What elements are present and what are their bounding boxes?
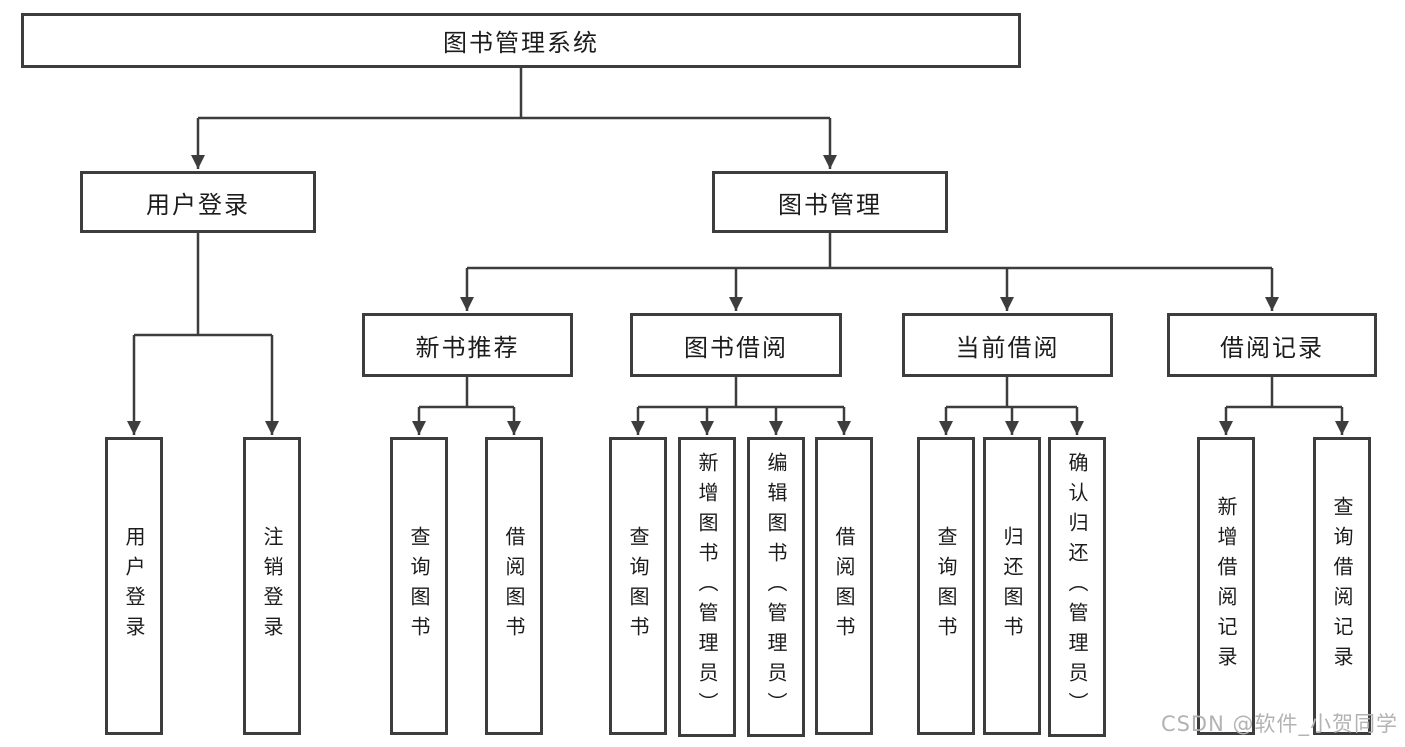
leaf-label: 确认归还（管理员） bbox=[1065, 452, 1089, 722]
node-borrow-records: 借阅记录 bbox=[1167, 313, 1377, 377]
leaf-borrow-books: 借阅图书 bbox=[815, 437, 873, 735]
leaf-label: 借阅图书 bbox=[502, 526, 526, 646]
leaf-query-books-current: 查询图书 bbox=[917, 437, 975, 735]
node-book-borrow: 图书借阅 bbox=[630, 313, 842, 377]
leaf-confirm-return-admin: 确认归还（管理员） bbox=[1048, 437, 1106, 737]
leaf-label: 查询图书 bbox=[934, 526, 958, 646]
leaf-borrow-books-recommend: 借阅图书 bbox=[485, 437, 543, 735]
leaf-add-borrow-record: 新增借阅记录 bbox=[1197, 437, 1255, 735]
leaf-label: 新增借阅记录 bbox=[1214, 496, 1238, 676]
leaf-query-books-recommend: 查询图书 bbox=[390, 437, 448, 735]
leaf-label: 用户登录 bbox=[122, 526, 146, 646]
leaf-label: 归还图书 bbox=[1000, 526, 1024, 646]
node-user-login: 用户登录 bbox=[80, 171, 316, 233]
leaf-label: 新增图书（管理员） bbox=[695, 452, 719, 722]
node-new-book-recommend: 新书推荐 bbox=[362, 313, 573, 377]
node-book-management: 图书管理 bbox=[712, 171, 948, 233]
leaf-label: 查询借阅记录 bbox=[1330, 496, 1354, 676]
leaf-user-login: 用户登录 bbox=[105, 437, 163, 735]
leaf-label: 编辑图书（管理员） bbox=[764, 452, 788, 722]
leaf-label: 查询图书 bbox=[626, 526, 650, 646]
leaf-logout: 注销登录 bbox=[243, 437, 301, 735]
leaf-query-books-borrow: 查询图书 bbox=[609, 437, 667, 735]
leaf-label: 借阅图书 bbox=[832, 526, 856, 646]
leaf-query-borrow-record: 查询借阅记录 bbox=[1313, 437, 1371, 735]
leaf-edit-books-admin: 编辑图书（管理员） bbox=[747, 437, 805, 737]
leaf-add-books-admin: 新增图书（管理员） bbox=[678, 437, 736, 737]
leaf-label: 注销登录 bbox=[260, 526, 284, 646]
csdn-watermark: CSDN @软件_小贺同学 bbox=[1160, 712, 1398, 736]
node-current-borrow: 当前借阅 bbox=[902, 313, 1113, 377]
leaf-label: 查询图书 bbox=[407, 526, 431, 646]
node-root-system: 图书管理系统 bbox=[21, 13, 1021, 68]
leaf-return-books: 归还图书 bbox=[983, 437, 1041, 735]
